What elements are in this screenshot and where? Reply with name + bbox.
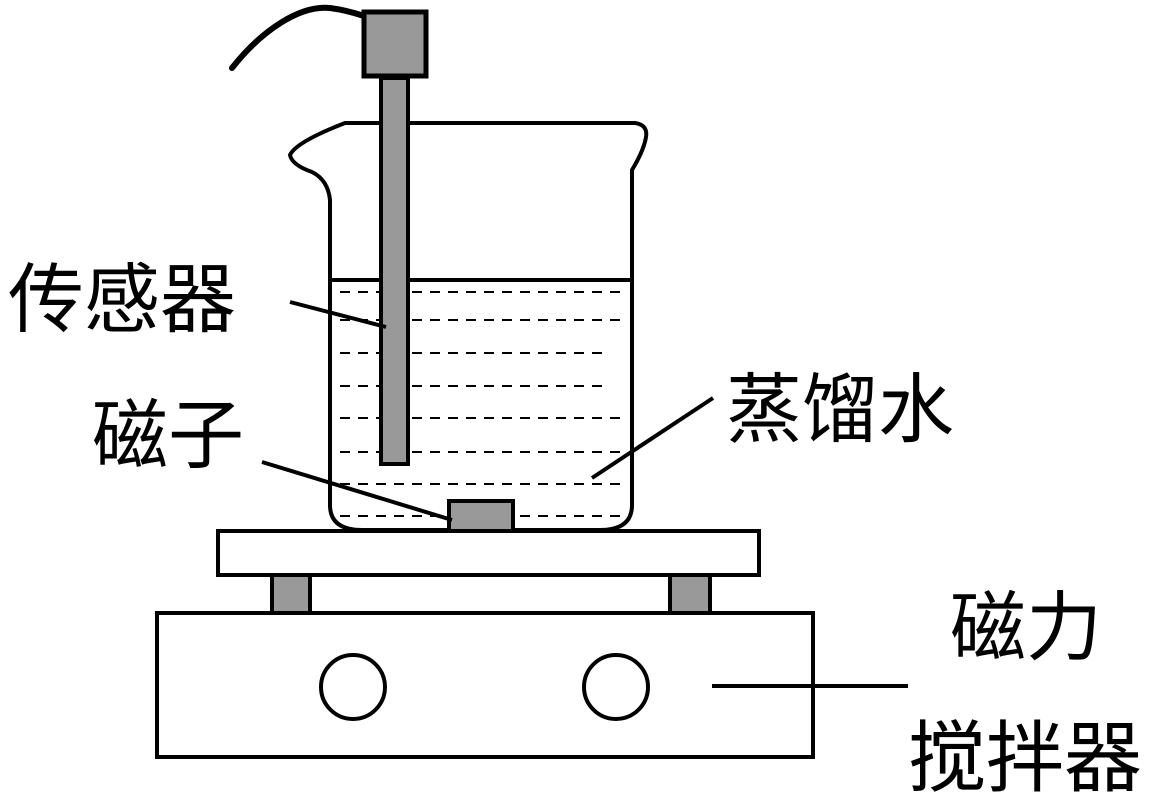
- label-stirrer-line2: 搅拌器: [908, 714, 1143, 804]
- sensor-rod: [379, 76, 410, 466]
- leader-line-magnet: [261, 460, 453, 522]
- stirrer-top-plate: [216, 529, 761, 577]
- magnet-stir-bar: [447, 499, 515, 533]
- leader-line-sensor: [289, 300, 387, 329]
- stirrer-knob-right: [582, 653, 650, 721]
- beaker-outline: [288, 121, 649, 532]
- sensor-cable: [229, 4, 367, 71]
- label-stirrer-line1: 磁力: [950, 583, 1102, 672]
- sensor-head: [361, 9, 429, 79]
- stirrer-leg-right: [668, 573, 712, 617]
- label-water: 蒸馏水: [726, 365, 954, 454]
- stirrer-leg-left: [270, 573, 312, 617]
- label-magnet: 磁子: [92, 391, 244, 480]
- label-sensor: 传感器: [8, 255, 236, 344]
- stirrer-base: [155, 611, 815, 759]
- stirrer-knob-left: [319, 653, 387, 721]
- leader-line-water: [590, 396, 715, 480]
